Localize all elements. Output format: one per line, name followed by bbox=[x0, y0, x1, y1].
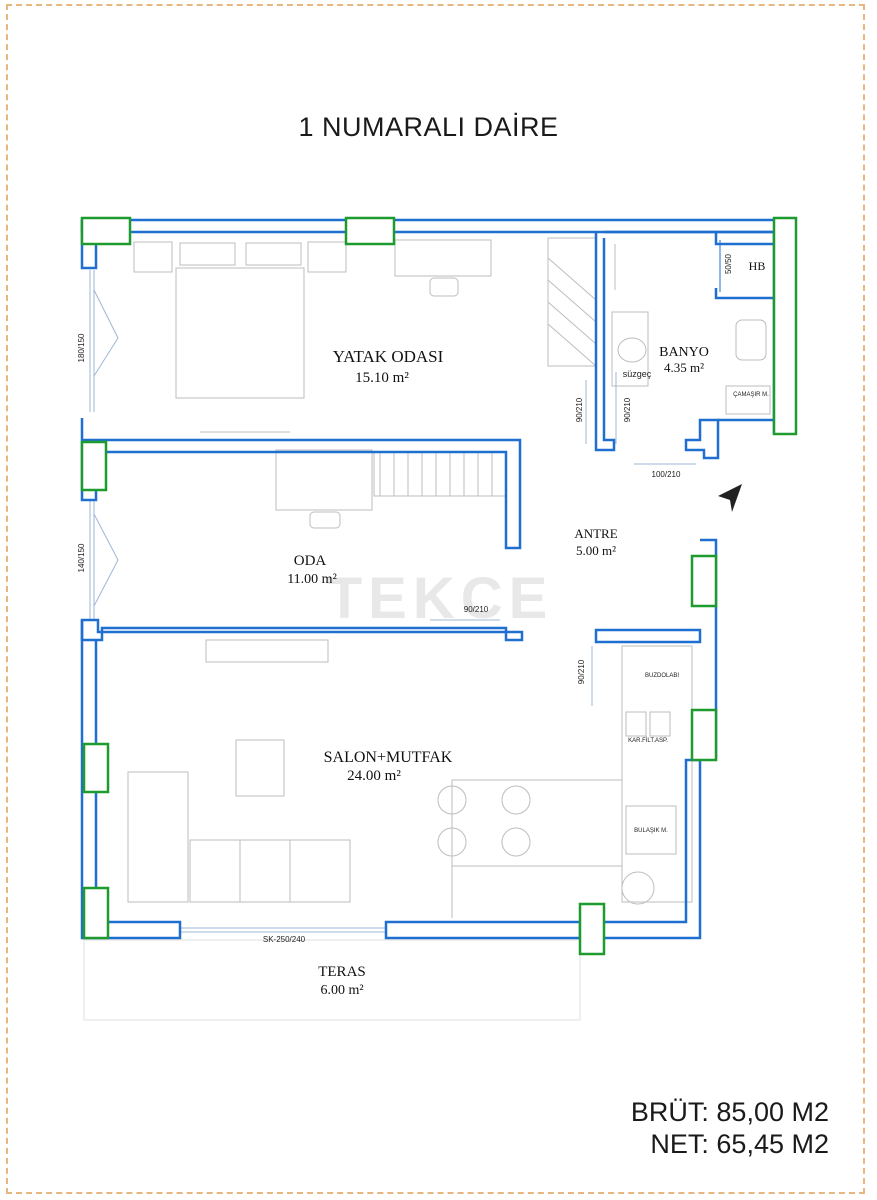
label-hb: HB bbox=[749, 259, 766, 273]
room-area-salon: 24.00 m² bbox=[347, 768, 401, 784]
room-name-yatak-odasi: YATAK ODASI bbox=[333, 347, 444, 366]
label-kar-filt: KAR.FİLT.ASP. bbox=[628, 737, 668, 744]
dim-door-bath: 90/210 bbox=[623, 397, 632, 422]
watermark: TEKCE bbox=[327, 566, 554, 631]
total-brut: BRÜT: 85,00 M2 bbox=[630, 1097, 829, 1127]
label-camasir: ÇAMAŞIR M. bbox=[733, 392, 769, 398]
room-area-antre: 5.00 m² bbox=[576, 543, 616, 558]
page-border bbox=[6, 4, 865, 1194]
total-net: NET: 65,45 M2 bbox=[650, 1129, 829, 1159]
dim-door-entry: 100/210 bbox=[652, 470, 681, 479]
label-buzdolabi: BUZDOLABI bbox=[645, 673, 679, 679]
entry-arrow-icon bbox=[718, 484, 742, 512]
room-name-banyo: BANYO bbox=[659, 345, 709, 360]
columns bbox=[80, 216, 798, 956]
room-area-teras: 6.00 m² bbox=[320, 983, 363, 998]
room-name-teras: TERAS bbox=[318, 964, 366, 980]
furniture bbox=[127, 237, 771, 918]
label-bulasik: BULAŞIK M. bbox=[634, 828, 668, 834]
dim-door-oda: 90/210 bbox=[464, 605, 489, 614]
area-totals: BRÜT: 85,00 M2 NET: 65,45 M2 bbox=[631, 1096, 829, 1160]
openings bbox=[83, 240, 721, 1021]
room-name-salon: SALON+MUTFAK bbox=[324, 749, 453, 766]
dim-win-bedroom: 180/150 bbox=[77, 333, 86, 362]
dim-door-bedroom: 90/210 bbox=[575, 397, 584, 422]
room-area-banyo: 4.35 m² bbox=[664, 360, 704, 375]
dim-win-hb: 50/50 bbox=[724, 253, 733, 274]
dim-sliding: SK-250/240 bbox=[263, 935, 306, 944]
label-suzgec: süzgeç bbox=[623, 369, 652, 379]
plan-title: 1 NUMARALI DAİRE bbox=[298, 112, 559, 142]
dim-win-oda: 140/150 bbox=[77, 543, 86, 572]
room-name-antre: ANTRE bbox=[574, 526, 617, 541]
room-area-yatak-odasi: 15.10 m² bbox=[355, 370, 409, 386]
room-area-oda: 11.00 m² bbox=[287, 572, 337, 587]
room-name-oda: ODA bbox=[294, 553, 327, 569]
dim-door-salon: 90/210 bbox=[577, 659, 586, 684]
